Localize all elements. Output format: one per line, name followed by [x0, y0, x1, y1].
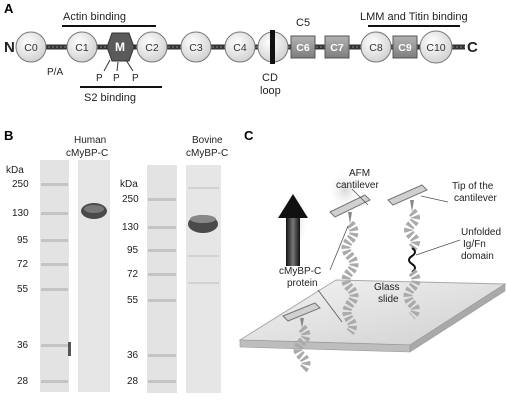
pulling-arrow-head: [278, 194, 308, 218]
domain-c9: [392, 35, 418, 59]
protein-label-2: protein: [287, 278, 318, 289]
bovine-sample-lane: [186, 165, 221, 393]
unfolded-domain: [408, 247, 416, 273]
human-marker-72: 72: [17, 259, 29, 270]
domain-c3: [180, 31, 212, 63]
human-kda-label: kDa: [6, 165, 24, 176]
domain-c6: [290, 35, 316, 59]
human-title-1: Human: [74, 135, 106, 146]
glass-label-2: slide: [378, 294, 399, 305]
s2-binding-label: S2 binding: [84, 92, 136, 104]
human-marker-250: 250: [12, 179, 29, 190]
domain-m: [106, 32, 135, 62]
domain-c4-label: C4: [233, 42, 247, 54]
bovine-marker-55: 55: [127, 295, 139, 306]
domain-c3-label: C3: [189, 42, 203, 54]
bovine-marker-28: 28: [127, 376, 139, 387]
panel-b-letter: B: [4, 128, 13, 143]
protein-molecule-1: [341, 220, 359, 335]
unfolded-label-3: domain: [461, 251, 494, 262]
afm-cantilever-left: [329, 194, 371, 218]
afm-label-2: cantilever: [336, 180, 379, 191]
domain-c9-label: C9: [398, 42, 412, 54]
unfolded-label-2: Ig/Fn: [463, 239, 486, 250]
protein-molecule-2: [404, 208, 420, 252]
afm-cantilever-right: [387, 184, 428, 206]
domain-c2-label: C2: [145, 42, 159, 54]
phospho-site-3: P: [132, 73, 139, 84]
glass-label-1: Glass: [374, 282, 400, 293]
bovine-marker-95: 95: [127, 245, 139, 256]
cd-loop-label-1: CD: [262, 72, 278, 84]
c5-label: C5: [296, 17, 310, 29]
human-marker-28: 28: [17, 376, 29, 387]
domain-c1-label: C1: [75, 42, 89, 54]
afm-label-1: AFM: [349, 168, 370, 179]
actin-binding-label: Actin binding: [63, 11, 126, 23]
unfolded-label-1: Unfolded: [461, 227, 501, 238]
afm-cantilever-bottom: [282, 302, 321, 322]
human-marker-130: 130: [12, 208, 29, 219]
n-terminus-label: N: [4, 39, 15, 56]
bovine-marker-36: 36: [127, 350, 139, 361]
domain-c10: [419, 30, 453, 64]
human-marker-95: 95: [17, 235, 29, 246]
cd-loop-label-2: loop: [260, 85, 281, 97]
protein-molecule-3: [293, 324, 311, 374]
phospho-site-1: P: [96, 73, 103, 84]
phospho-site-2: P: [113, 73, 120, 84]
panel-a-letter: A: [4, 1, 14, 16]
panel-c-letter: C: [244, 128, 254, 143]
human-title-2: cMyBP-C: [66, 148, 108, 159]
domain-c10-label: C10: [426, 42, 445, 54]
human-marker-bands: [41, 183, 68, 383]
bovine-kda-label: kDa: [120, 179, 138, 190]
bovine-marker-130: 130: [122, 222, 139, 233]
domain-m-label: M: [115, 40, 125, 54]
domain-c7: [324, 35, 350, 59]
lmm-titin-binding-label: LMM and Titin binding: [360, 11, 468, 23]
domain-c0-label: C0: [24, 42, 38, 54]
cd-loop-insert: [270, 30, 275, 64]
bovine-title-2: cMyBP-C: [186, 148, 228, 159]
human-sample-lane: [78, 160, 110, 392]
pa-linker-label: P/A: [47, 67, 63, 78]
bovine-title-1: Bovine: [192, 135, 223, 146]
domain-c2: [136, 31, 168, 63]
protein-label-1: cMyBP-C: [279, 266, 321, 277]
bovine-marker-250: 250: [122, 194, 139, 205]
domain-c7-label: C7: [330, 42, 344, 54]
domain-c1: [66, 31, 98, 63]
domain-c6-label: C6: [296, 42, 310, 54]
domain-c4: [224, 31, 256, 63]
pulling-arrow-shaft: [286, 218, 300, 266]
human-marker-55: 55: [17, 284, 29, 295]
bovine-marker-bands: [148, 198, 176, 383]
bovine-marker-72: 72: [127, 269, 139, 280]
c-terminus-label: C: [467, 39, 478, 56]
domain-c8-label: C8: [369, 42, 383, 54]
human-marker-lane: [40, 160, 69, 392]
human-marker-36: 36: [17, 340, 29, 351]
tip-label-1: Tip of the: [452, 181, 494, 192]
domain-c8: [360, 31, 392, 63]
domain-c0: [15, 31, 47, 63]
tip-label-2: cantilever: [454, 193, 497, 204]
